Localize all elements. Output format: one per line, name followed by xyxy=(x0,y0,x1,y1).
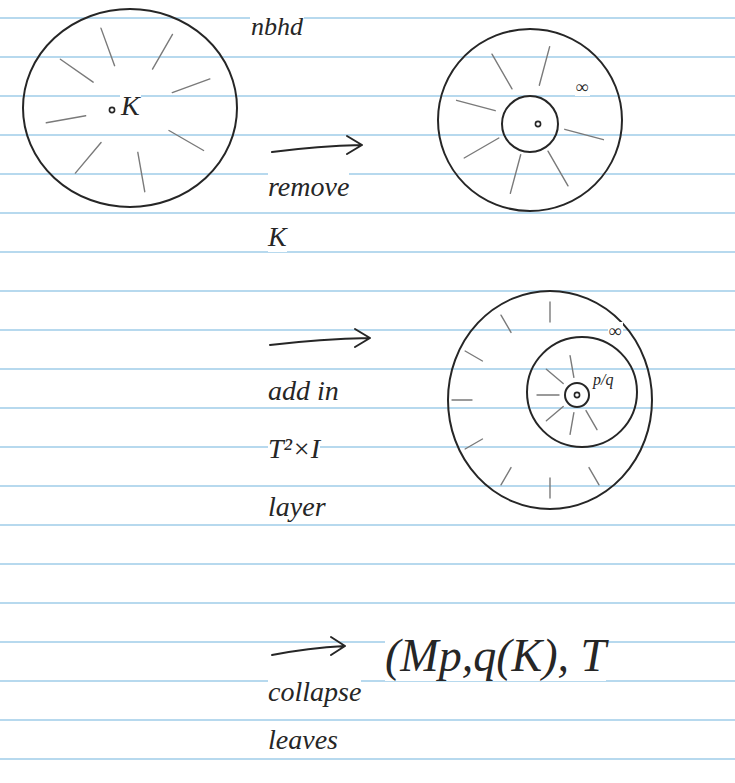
ruled-line xyxy=(0,17,735,19)
radial-stroke xyxy=(452,399,472,400)
radial-stroke xyxy=(101,28,115,66)
radial-stroke xyxy=(549,302,550,322)
complement-circle: ∞ xyxy=(437,28,623,212)
radial-stroke xyxy=(465,351,482,361)
radial-stroke xyxy=(510,155,520,194)
radial-stroke xyxy=(153,34,173,69)
layered-circle: ∞ p/q xyxy=(447,290,653,510)
layer-circle xyxy=(527,337,637,447)
removed-tube xyxy=(502,96,558,152)
radial-stroke xyxy=(172,79,210,93)
ruled-line xyxy=(0,719,735,721)
neighborhood-circle: nbhdK xyxy=(22,8,238,208)
result-expression: (Mp,q(K), T xyxy=(385,626,730,686)
ruled-line xyxy=(0,680,735,682)
ruled-line xyxy=(0,524,735,526)
ruled-line xyxy=(0,95,735,97)
ruled-line xyxy=(0,368,735,370)
step-label: collapse leaves xyxy=(268,668,388,764)
circle-outline xyxy=(437,28,623,212)
radial-stroke xyxy=(60,59,93,82)
circle-outline xyxy=(23,9,237,207)
core-circle xyxy=(565,383,589,407)
knot-name: K xyxy=(120,92,141,120)
ruled-line xyxy=(0,290,735,292)
ruled-line xyxy=(0,56,735,58)
knot-point xyxy=(574,392,579,397)
radial-stroke xyxy=(546,407,563,421)
step-label: add in T²×I layer xyxy=(268,362,368,536)
ruled-line xyxy=(0,641,735,643)
radial-stroke xyxy=(138,152,145,191)
radial-stroke xyxy=(46,116,85,123)
slope-mark: ∞ xyxy=(608,322,623,340)
ruled-line xyxy=(0,173,735,175)
ruled-line xyxy=(0,407,735,409)
step-label: remove K xyxy=(268,171,349,252)
circle-outline xyxy=(448,291,652,509)
ruled-line xyxy=(0,758,735,760)
ruled-line xyxy=(0,329,735,331)
step-arrow xyxy=(272,637,345,655)
radial-stroke xyxy=(539,47,549,86)
radial-stroke xyxy=(570,413,574,435)
ruled-line xyxy=(0,446,735,448)
step-label: remove K xyxy=(268,162,368,262)
step-arrow xyxy=(270,329,370,347)
ruled-line xyxy=(0,563,735,565)
radial-stroke xyxy=(457,100,496,110)
ruled-line xyxy=(0,485,735,487)
step-label: collapse leaves xyxy=(268,676,361,755)
knot-point xyxy=(109,107,114,112)
radial-stroke xyxy=(169,131,204,151)
ruled-line xyxy=(0,134,735,136)
radial-stroke xyxy=(549,478,550,498)
radial-stroke xyxy=(548,151,568,186)
ruled-line xyxy=(0,212,735,214)
knot-point xyxy=(535,121,540,126)
slope-mark: p/q xyxy=(592,372,614,388)
radial-stroke xyxy=(565,129,604,139)
radial-stroke xyxy=(492,54,512,89)
result-expression: (Mp,q(K), T xyxy=(385,630,606,681)
slope-mark: ∞ xyxy=(575,78,590,96)
radial-stroke xyxy=(586,411,597,430)
radial-stroke xyxy=(589,468,599,485)
radial-stroke xyxy=(570,356,574,378)
step-label: add in T²×I layer xyxy=(268,375,339,522)
radial-stroke xyxy=(464,138,499,158)
radial-stroke xyxy=(501,315,511,332)
circle-outline xyxy=(438,29,622,211)
ruled-line xyxy=(0,251,735,253)
radial-stroke xyxy=(537,394,559,395)
ruled-line xyxy=(0,602,735,604)
step-arrow xyxy=(272,136,362,154)
radial-stroke xyxy=(75,142,101,173)
radial-stroke xyxy=(501,468,511,485)
region-note: nbhd xyxy=(250,14,304,40)
radial-stroke xyxy=(465,439,482,449)
radial-stroke xyxy=(546,369,563,383)
